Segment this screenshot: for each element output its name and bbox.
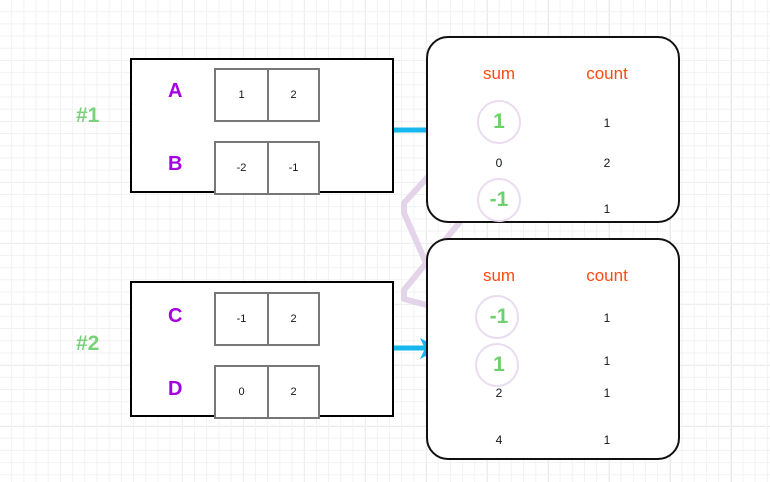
cell-a-0: 1: [238, 89, 245, 101]
cell-d-0: 0: [238, 386, 245, 398]
sum-value-t1-r0: 1: [493, 110, 505, 133]
value-pair-d: 0 2: [214, 365, 320, 419]
header-count-1: count: [586, 64, 628, 83]
cell-b-0: -2: [236, 162, 247, 174]
count-value-t1-r0: 1: [603, 116, 611, 130]
sum-value-t2-r2: 2: [495, 386, 503, 400]
value-pair-b: -2 -1: [214, 141, 320, 195]
cell-c-0: -1: [236, 313, 247, 325]
partition-box-1: A 1 2 B -2 -1: [130, 58, 394, 195]
count-value-t2-r1: 1: [603, 354, 611, 368]
cell-c-1: 2: [267, 294, 318, 344]
group-tag-2: #2: [76, 332, 100, 355]
sum-value-t2-r0: -1: [489, 305, 509, 328]
highlight-ring-t2-r0: [475, 295, 519, 339]
aggregate-table-2: sum count -1 1 1 1 2 1 4 1: [426, 238, 680, 460]
value-pair-a: 1 2: [214, 68, 320, 122]
highlight-ring-t1-r0: [477, 100, 521, 144]
row-label-d: D: [168, 378, 183, 400]
row-label-c: C: [168, 305, 183, 327]
cell-a-1: 2: [267, 70, 318, 120]
count-value-t2-r0: 1: [603, 311, 611, 325]
highlight-ring-t1-r2: [477, 178, 521, 222]
header-sum-2: sum: [482, 266, 516, 285]
row-label-b: B: [168, 153, 183, 175]
cell-d-1: 2: [267, 367, 318, 417]
partition-box-2: C -1 2 D 0 2: [130, 281, 394, 419]
header-sum-1: sum: [482, 64, 516, 83]
group-tag-1: #1: [76, 104, 100, 127]
value-pair-c: -1 2: [214, 292, 320, 346]
sum-value-t1-r1: 0: [495, 156, 503, 170]
row-label-a: A: [168, 80, 183, 102]
cell-b-1: -1: [267, 143, 318, 193]
sum-value-t1-r2: -1: [489, 188, 509, 211]
aggregate-table-1: sum count 1 1 0 2 -1 1: [426, 36, 680, 223]
sum-value-t2-r1: 1: [493, 353, 505, 376]
sum-value-t2-r3: 4: [495, 433, 503, 447]
count-value-t1-r2: 1: [603, 202, 611, 216]
count-value-t1-r1: 2: [603, 156, 611, 170]
header-count-2: count: [586, 266, 628, 285]
highlight-ring-t2-r1: [475, 343, 519, 387]
count-value-t2-r3: 1: [603, 433, 611, 447]
count-value-t2-r2: 1: [603, 386, 611, 400]
